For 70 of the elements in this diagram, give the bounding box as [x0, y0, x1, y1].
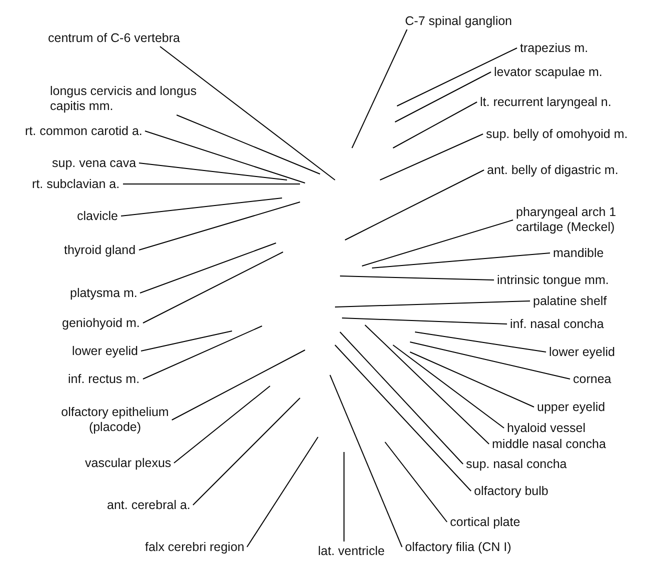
- structure-label: olfactory bulb: [474, 484, 548, 498]
- structure-label: clavicle: [77, 208, 118, 224]
- structure-label: olfactory filia (CN I): [405, 540, 512, 554]
- leader-line: [352, 29, 408, 148]
- structure-label: ant. belly of digastric m.: [487, 162, 618, 178]
- structure-label: palatine shelf: [533, 294, 607, 308]
- structure-label: ant. cerebral a.: [107, 498, 190, 512]
- leader-line: [344, 170, 484, 240]
- leader-line: [392, 344, 504, 428]
- leader-line: [340, 276, 494, 280]
- structure-label: lower eyelid: [72, 344, 138, 358]
- leader-line: [380, 134, 484, 180]
- structure-label: longus cervicis and longus capitis mm.: [50, 84, 210, 114]
- leader-line: [364, 324, 490, 444]
- structure-label: inf. nasal concha: [510, 316, 604, 332]
- leader-line: [330, 374, 402, 548]
- leader-line: [174, 386, 270, 464]
- leader-line: [142, 252, 284, 324]
- leader-line: [372, 252, 550, 268]
- structure-label: middle nasal concha: [492, 436, 606, 452]
- leader-line: [140, 242, 276, 294]
- leader-line: [120, 198, 282, 216]
- leader-line: [414, 332, 546, 352]
- structure-label: lower eyelid: [549, 344, 616, 360]
- leader-line: [171, 350, 306, 420]
- leader-line: [334, 344, 472, 492]
- structure-label: upper eyelid: [537, 400, 606, 414]
- structure-label: levator scapulae m.: [494, 64, 602, 80]
- leader-line: [334, 300, 530, 308]
- leader-line: [144, 130, 306, 184]
- structure-label: hyaloid vessel: [507, 420, 586, 436]
- leader-line: [392, 102, 478, 148]
- leader-line: [138, 162, 288, 180]
- leader-line: [362, 220, 514, 266]
- leader-line: [192, 398, 300, 506]
- structure-label: intrinsic tongue mm.: [497, 272, 609, 288]
- leader-line: [410, 342, 570, 380]
- structure-label: pharyngeal arch 1 cartilage (Meckel): [516, 205, 626, 235]
- structure-label: mandible: [553, 246, 604, 260]
- structure-label: platysma m.: [70, 286, 138, 300]
- structure-label: rt. subclavian a.: [32, 176, 120, 192]
- leader-line: [410, 352, 534, 408]
- structure-label: inf. rectus m.: [68, 372, 140, 386]
- structure-label: thyroid gland: [64, 242, 136, 258]
- structure-label: geniohyoid m.: [62, 316, 140, 330]
- leader-line: [396, 48, 518, 106]
- structure-label: cornea: [573, 372, 612, 386]
- structure-label: sup. belly of omohyoid m.: [486, 126, 628, 142]
- structure-label: lat. ventricle: [318, 544, 385, 558]
- structure-label: vascular plexus: [85, 456, 172, 470]
- structure-label: centrum of C-6 vertebra: [48, 30, 180, 46]
- structure-label: lt. recurrent laryngeal n.: [480, 94, 612, 110]
- structure-label: sup. vena cava: [52, 156, 136, 170]
- leader-line: [176, 114, 320, 174]
- structure-label: olfactory epithelium (placode): [50, 405, 180, 435]
- leader-line: [142, 326, 262, 380]
- structure-label: C-7 spinal ganglion: [405, 14, 512, 28]
- leader-line: [160, 46, 336, 180]
- structure-label: falx cerebri region: [145, 540, 244, 554]
- structure-label: cortical plate: [450, 514, 520, 530]
- structure-label: rt. common carotid a.: [25, 124, 142, 138]
- leader-line: [246, 436, 318, 548]
- leader-line: [394, 72, 492, 122]
- structure-label: trapezius m.: [520, 40, 588, 56]
- leader-line: [384, 442, 448, 522]
- leader-line: [340, 332, 464, 464]
- leader-line: [342, 318, 508, 324]
- structure-label: sup. nasal concha: [466, 456, 567, 472]
- leader-line: [138, 202, 300, 250]
- leader-line: [140, 330, 232, 352]
